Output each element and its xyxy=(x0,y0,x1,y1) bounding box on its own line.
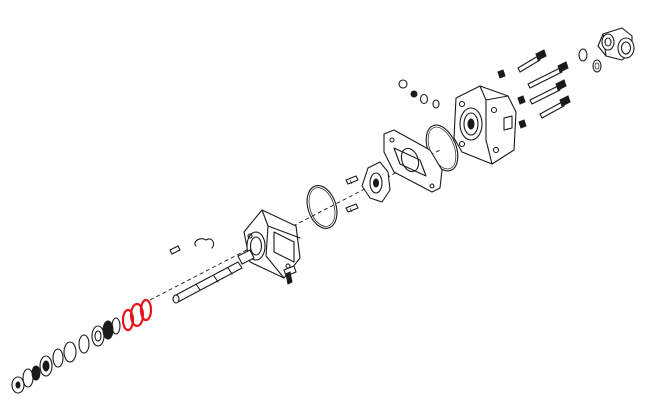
highlighted-o-ring-outer xyxy=(139,298,153,322)
key-and-retaining-clips xyxy=(169,238,297,285)
long-bolts[interactable] xyxy=(517,49,571,119)
body-o-ring xyxy=(306,185,338,229)
rotor-gear[interactable] xyxy=(361,161,391,203)
shaft-seal-stack[interactable] xyxy=(11,317,121,394)
elbow-fitting[interactable] xyxy=(597,27,635,61)
dowel-pins xyxy=(345,175,359,213)
gasket-plate[interactable] xyxy=(383,129,443,193)
highlighted-o-ring-inner xyxy=(121,308,135,332)
mounting-flange-housing[interactable] xyxy=(243,209,301,279)
drive-shaft[interactable] xyxy=(172,249,255,304)
short-bolts xyxy=(497,69,527,129)
pump-end-cover[interactable] xyxy=(453,85,517,165)
highlighted-o-ring-middle xyxy=(129,302,145,328)
end-cover-nuts xyxy=(398,79,440,109)
highlighted-o-rings[interactable] xyxy=(121,298,153,332)
fitting-washers xyxy=(578,48,602,73)
